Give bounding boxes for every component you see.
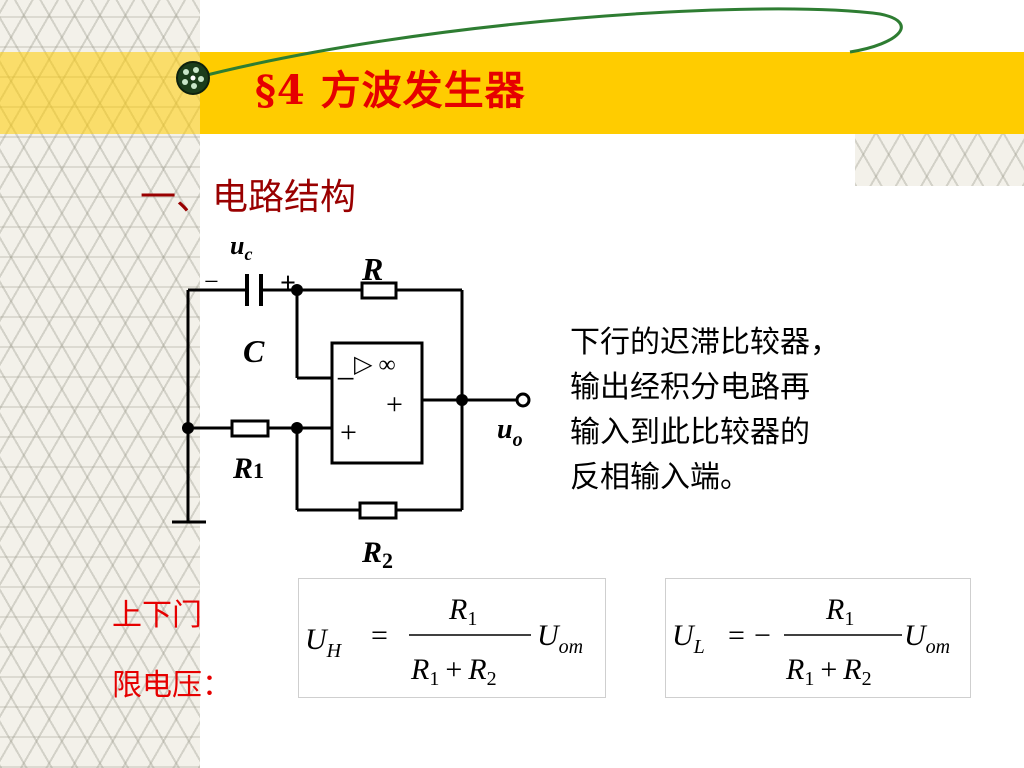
threshold-label-line-1: 上下门 xyxy=(112,598,202,633)
formula-factor: Uom xyxy=(537,619,583,658)
title-band xyxy=(200,52,1024,134)
resistor-R1 xyxy=(230,419,270,438)
description-line: 输出经积分电路再 xyxy=(570,370,810,405)
capacitor-symbol xyxy=(245,274,263,306)
capacitor-minus-sign: − xyxy=(204,267,219,296)
formula-denominator: R1+R2 xyxy=(785,653,872,690)
formula-equals: = xyxy=(371,619,388,652)
circuit-description: 下行的迟滞比较器， 输出经积分电路再 输入到此比较器的 反相输入端。 xyxy=(570,320,900,500)
resistor-R xyxy=(360,281,398,300)
formula-upper-threshold: UH = R1 R1+R2 Uom xyxy=(298,578,606,698)
description-line: 反相输入端。 xyxy=(570,460,750,495)
opamp-inverting-sign: − xyxy=(336,361,355,398)
description-line: 下行的迟滞比较器， xyxy=(570,325,840,360)
slide-title: §4 方波发生器 xyxy=(255,67,526,114)
junction-dot xyxy=(291,422,303,434)
resistor-R2 xyxy=(358,501,398,520)
formula-lower-threshold: UL = − R1 R1+R2 Uom xyxy=(665,578,971,698)
junction-dot xyxy=(456,394,468,406)
resistor-R2-label: R2 xyxy=(361,536,393,573)
bullet-orb-icon xyxy=(176,61,210,95)
formula-equals: = xyxy=(728,619,745,652)
output-terminal xyxy=(515,392,531,408)
junction-dot xyxy=(182,422,194,434)
section-heading: 一、电路结构 xyxy=(140,177,357,218)
decorative-pattern-right xyxy=(855,134,1024,186)
formula-numerator: R1 xyxy=(448,593,477,630)
capacitor-label: C xyxy=(243,333,265,369)
formula-denominator: R1+R2 xyxy=(410,653,497,690)
formula-numerator: R1 xyxy=(825,593,854,630)
description-line: 输入到此比较器的 xyxy=(570,415,810,450)
resistor-R1-label: R1 xyxy=(232,452,264,485)
capacitor-voltage-label: uc xyxy=(230,231,252,264)
formula-lhs: UL xyxy=(672,619,705,658)
threshold-label-line-2: 限电压： xyxy=(112,668,232,703)
junction-dot xyxy=(291,284,303,296)
title-band-left-overlay xyxy=(0,52,200,134)
formula-factor: Uom xyxy=(904,619,950,658)
opamp-box xyxy=(330,341,424,465)
capacitor-plus-sign: + xyxy=(280,268,296,299)
opamp-output-plus-sign: + xyxy=(386,388,403,421)
output-voltage-label: uo xyxy=(497,414,523,451)
formula-lhs: UH xyxy=(305,623,343,662)
decorative-swoosh xyxy=(176,7,903,95)
resistor-R-label: R xyxy=(361,251,383,287)
formula-sign: − xyxy=(754,619,771,652)
opamp-noninverting-sign: + xyxy=(340,416,357,449)
opamp-symbol: ▷ ∞ xyxy=(354,352,396,378)
